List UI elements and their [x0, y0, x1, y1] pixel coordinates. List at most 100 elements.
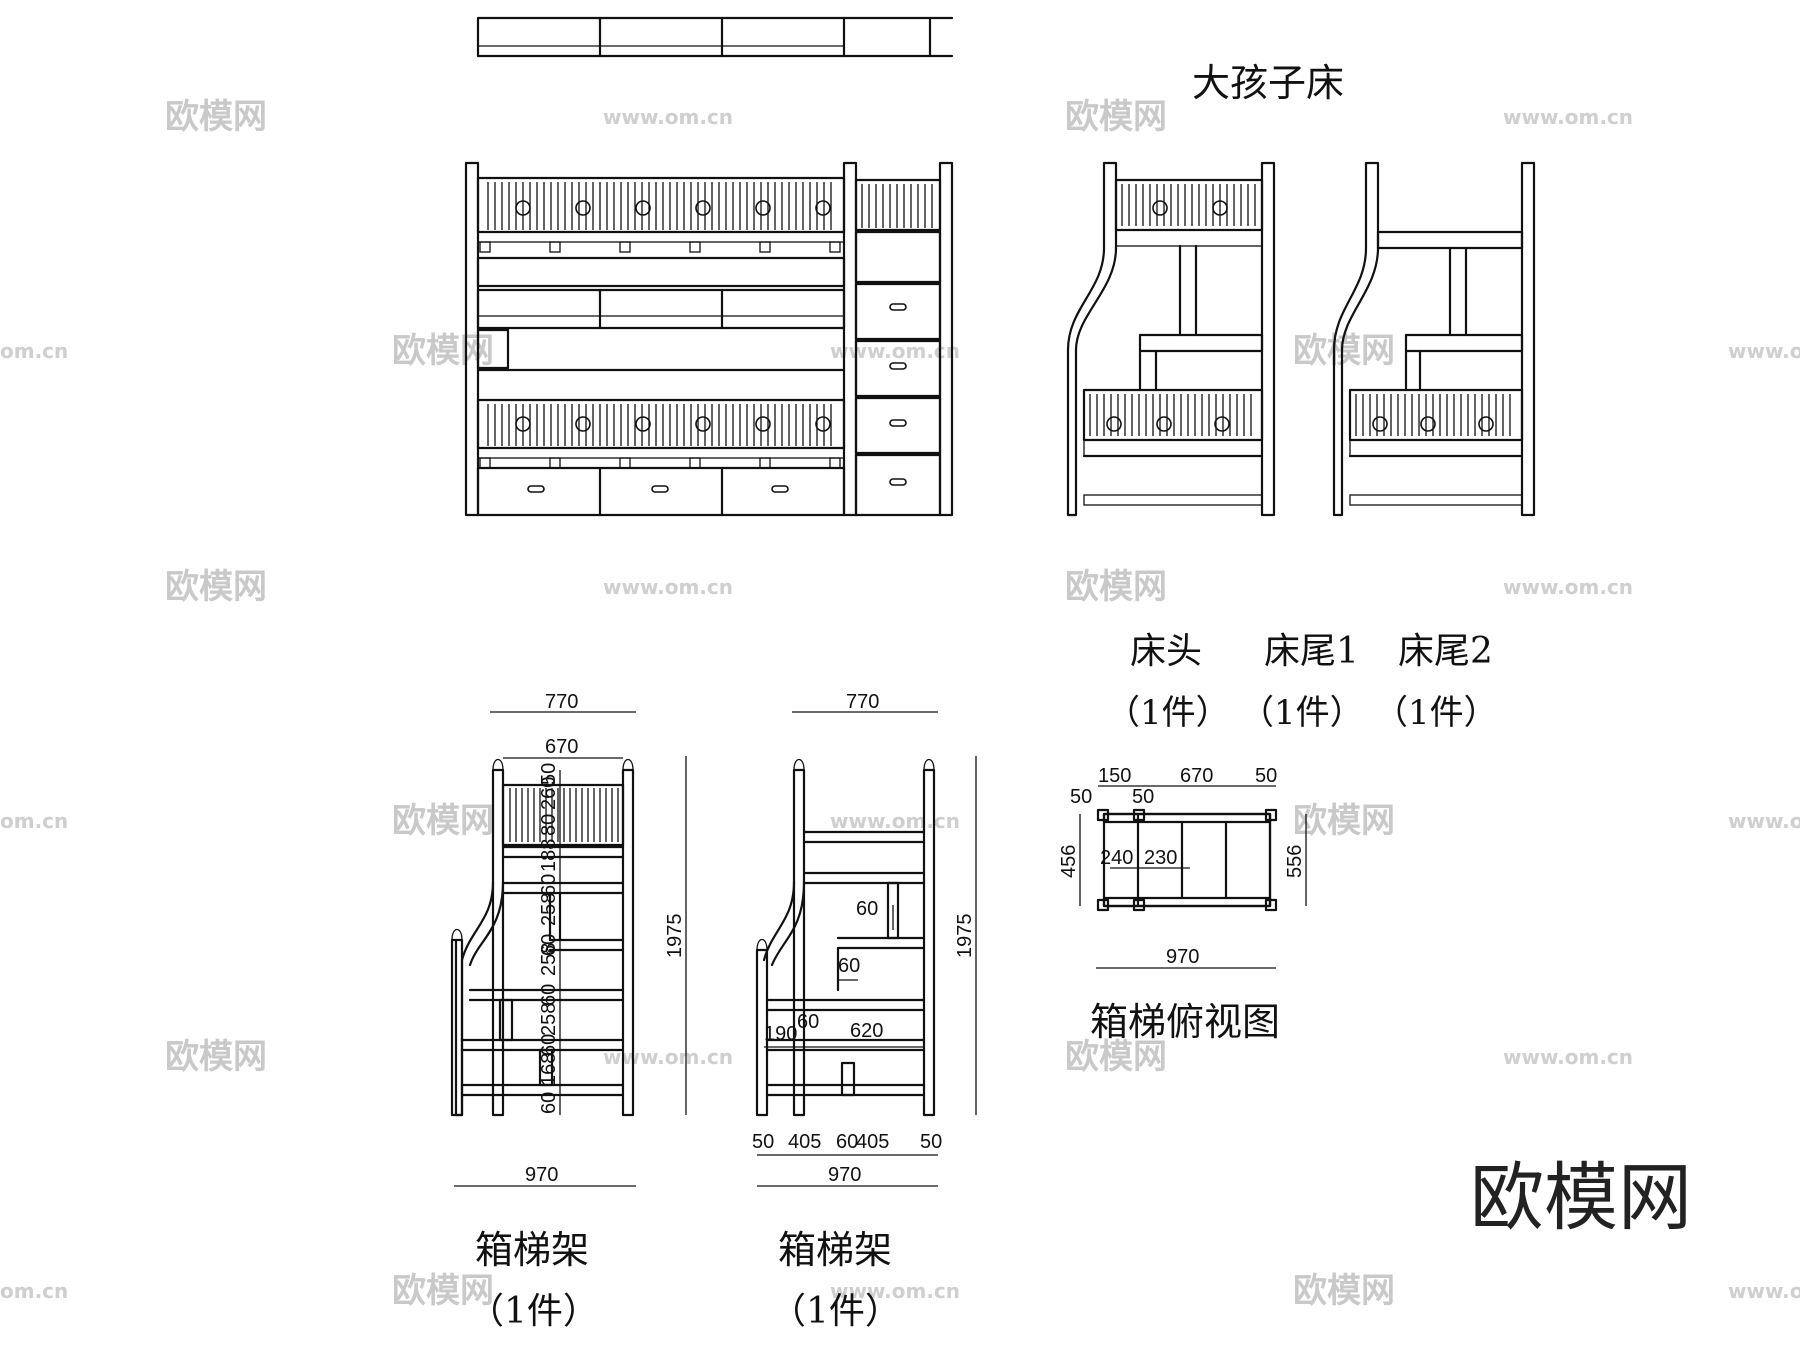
- watermark-url-edge: om.cn: [0, 339, 68, 363]
- dim-230: 230: [1144, 847, 1177, 869]
- dim-240: 240: [1100, 847, 1133, 869]
- ladder1-qty: （1件）: [468, 1291, 599, 1332]
- chain-dim-label: 405: [788, 1131, 821, 1153]
- chain-dim-label: 188: [538, 839, 560, 872]
- chain-dim-label: 60: [538, 1092, 560, 1114]
- knob-icon: [1214, 416, 1230, 432]
- dim-1975: 1975: [664, 914, 686, 959]
- knob-icon: [1156, 416, 1172, 432]
- watermark-brand: 欧模网: [1065, 567, 1167, 607]
- dim-670-top: 670: [1180, 765, 1213, 787]
- bunk-bed-front-elevation: [464, 161, 954, 517]
- knob-icon: [755, 416, 771, 432]
- topview-label: 箱梯俯视图: [1090, 1000, 1280, 1044]
- tab: [479, 457, 491, 469]
- chain-dim-label: 80: [538, 814, 560, 836]
- main-title: 大孩子床: [1192, 61, 1344, 105]
- chain-dim-label: 60: [538, 934, 560, 956]
- top-partial-view: [476, 16, 954, 58]
- watermark-url: www.om.cn: [603, 1045, 733, 1069]
- brand-logo: 欧模网: [1470, 1155, 1692, 1241]
- dim-770-b: 770: [846, 691, 879, 713]
- tab: [619, 241, 631, 253]
- tab: [479, 241, 491, 253]
- chain-dim-label: 50: [752, 1131, 774, 1153]
- dim-670: 670: [545, 736, 578, 758]
- knob-icon: [1420, 416, 1436, 432]
- knob-icon: [755, 200, 771, 216]
- ladder-frame-1: [450, 758, 635, 1117]
- knob-icon: [1106, 416, 1122, 432]
- watermark-url: www.om.cn: [830, 809, 960, 833]
- ladder1-dimensions: 770 670 970 1975 50260801886025860258602…: [454, 691, 687, 1187]
- watermark-url: www.om.cn: [1728, 1279, 1800, 1303]
- ladder2-qty: （1件）: [770, 1291, 901, 1332]
- dim-50-inner: 50: [1132, 786, 1154, 808]
- chain-dim-label: 60: [538, 1034, 560, 1056]
- watermark-brand: 欧模网: [165, 1037, 267, 1077]
- qty-label-head: （1件）: [1106, 693, 1230, 733]
- chain-dim-label: 60: [538, 874, 560, 896]
- topview-dimensions: 150 670 50 50 50 240 230 456 556 970: [1058, 765, 1307, 969]
- dim-620: 620: [850, 1020, 883, 1042]
- knob-icon: [815, 200, 831, 216]
- foot1-label: 床尾1: [1264, 631, 1359, 672]
- watermark-brand: 欧模网: [1293, 1271, 1395, 1311]
- qty-label-foot2: （1件）: [1374, 693, 1498, 733]
- knob-icon: [815, 416, 831, 432]
- tab: [689, 241, 701, 253]
- tab: [549, 241, 561, 253]
- tab: [689, 457, 701, 469]
- knob-icon: [695, 200, 711, 216]
- knob-icon: [695, 416, 711, 432]
- dim-190: 190: [764, 1023, 797, 1045]
- watermark-url: www.om.cn: [603, 575, 733, 599]
- qty-label-foot1: （1件）: [1240, 693, 1364, 733]
- dim-60-b: 60: [838, 955, 860, 977]
- dim-50-top: 50: [1255, 765, 1277, 787]
- watermark-url: www.om.cn: [830, 1279, 960, 1303]
- dim-60-a: 60: [856, 898, 878, 920]
- dim-1975-b: 1975: [954, 914, 976, 959]
- chain-dim-label: 258: [538, 1003, 560, 1036]
- watermark-brand: 欧模网: [165, 97, 267, 137]
- head-label: 床头: [1130, 631, 1202, 672]
- watermark-url: www.om.cn: [1728, 339, 1800, 363]
- dim-456: 456: [1058, 845, 1080, 878]
- dim-60-c: 60: [797, 1011, 819, 1033]
- dim-970-top: 970: [1166, 946, 1199, 968]
- watermark-url: www.om.cn: [1503, 575, 1633, 599]
- knob-icon: [1212, 200, 1228, 216]
- chain-dim-label: 60: [538, 984, 560, 1006]
- watermark-url: www.om.cn: [1503, 105, 1633, 129]
- knob-icon: [1372, 416, 1388, 432]
- tab: [549, 457, 561, 469]
- watermark-url-edge: om.cn: [0, 1279, 68, 1303]
- ladder-frame-2: [755, 758, 936, 1117]
- knob-icon: [575, 200, 591, 216]
- watermark-brand: 欧模网: [1293, 801, 1395, 841]
- tab: [759, 457, 771, 469]
- knob-icon: [1152, 200, 1168, 216]
- knob-icon: [515, 416, 531, 432]
- foot2-label: 床尾2: [1398, 631, 1493, 672]
- watermark-brand: 欧模网: [392, 801, 494, 841]
- watermark-brand: 欧模网: [1065, 97, 1167, 137]
- knob-icon: [515, 200, 531, 216]
- watermark-brand: 欧模网: [392, 1271, 494, 1311]
- knob-icon: [575, 416, 591, 432]
- watermark-layer: 欧模网 www.om.cn 欧模网 www.om.cn om.cn 欧模网 ww…: [0, 97, 1800, 1311]
- watermark-url: www.om.cn: [1503, 1045, 1633, 1069]
- watermark-url: www.om.cn: [830, 339, 960, 363]
- tab: [829, 241, 841, 253]
- dim-556: 556: [1284, 845, 1306, 878]
- dim-150: 150: [1098, 765, 1131, 787]
- knob-icon: [1478, 416, 1494, 432]
- chain-dim-label: 168: [538, 1053, 560, 1086]
- dim-970: 970: [525, 1164, 558, 1186]
- chain-dim-label: 258: [538, 893, 560, 926]
- tab: [829, 457, 841, 469]
- knob-icon: [635, 200, 651, 216]
